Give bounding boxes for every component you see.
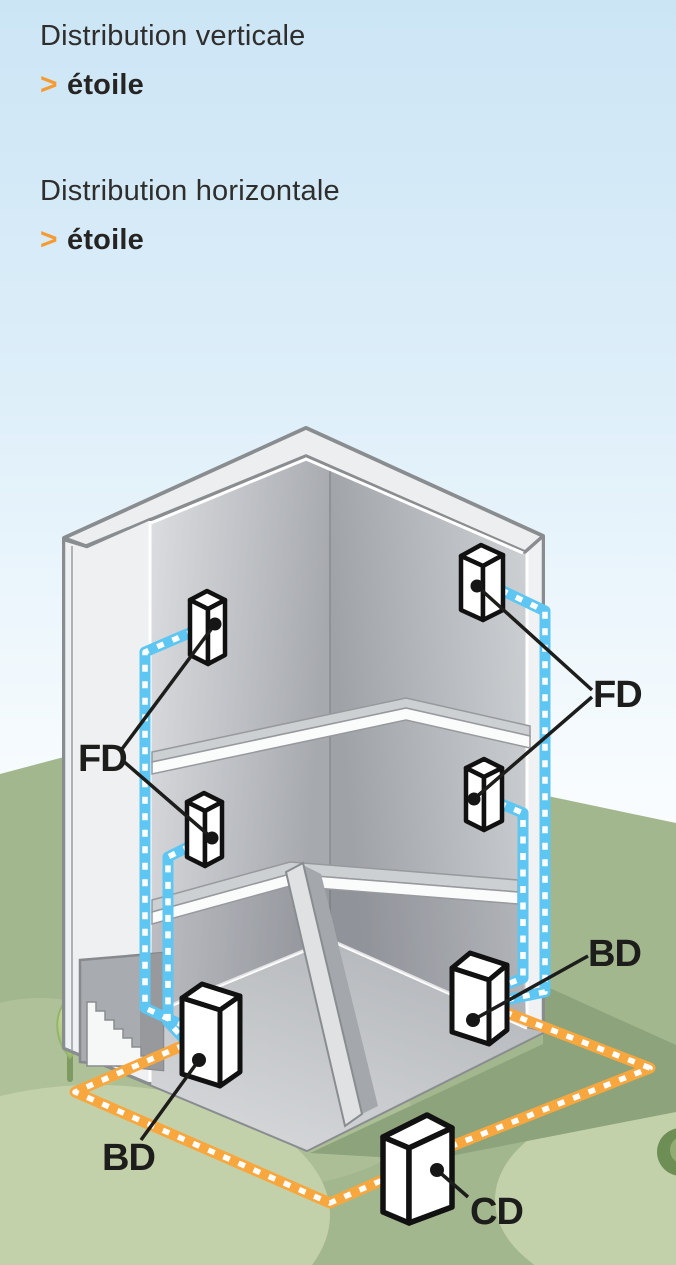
lower-wall-shade — [150, 886, 527, 1028]
bd-box-left — [179, 981, 243, 1089]
staircase — [78, 951, 165, 1072]
stairs-icon — [86, 1001, 151, 1067]
title-distribution-horizontale: Distribution horizontale — [40, 175, 340, 207]
upper-floor-slab — [151, 697, 531, 775]
callout-lines — [120, 579, 594, 1199]
grass-patch — [495, 1100, 676, 1265]
bd-box-right — [449, 950, 510, 1047]
fd-box-upper-right — [458, 542, 506, 623]
fd-label-right: FD — [593, 674, 642, 716]
bd-label-right: BD — [588, 933, 641, 975]
horizontal-distribution-lines — [69, 1006, 656, 1209]
header-text-block: Distribution verticale > étoile Distribu… — [40, 20, 340, 256]
fd-box-mid-right — [463, 756, 505, 833]
vertical-distribution-lines — [139, 585, 551, 1044]
diagonal-wall — [284, 861, 378, 1128]
grass-patch — [0, 1085, 330, 1265]
riser-fd-upper-right — [498, 585, 551, 1007]
bd-label-left: BD — [102, 1137, 155, 1179]
building-shadow — [310, 985, 676, 1160]
title-distribution-verticale: Distribution verticale — [40, 20, 306, 52]
value-etoile-horizontal: étoile — [67, 224, 144, 256]
roof-trim — [87, 457, 524, 555]
building — [62, 426, 545, 1152]
bullet-chevron-icon: > — [40, 68, 58, 101]
value-etoile-vertical: étoile — [67, 69, 144, 101]
fd-label-left: FD — [78, 738, 127, 780]
cd-label: CD — [470, 1191, 523, 1233]
horizontal-link-bd-left-cd — [69, 1039, 388, 1209]
cd-box — [380, 1112, 455, 1226]
bush-right — [657, 1128, 676, 1176]
bullet-chevron-icon: > — [40, 223, 58, 256]
ground-floor — [64, 940, 543, 1150]
fd-box-upper-left — [187, 588, 228, 667]
